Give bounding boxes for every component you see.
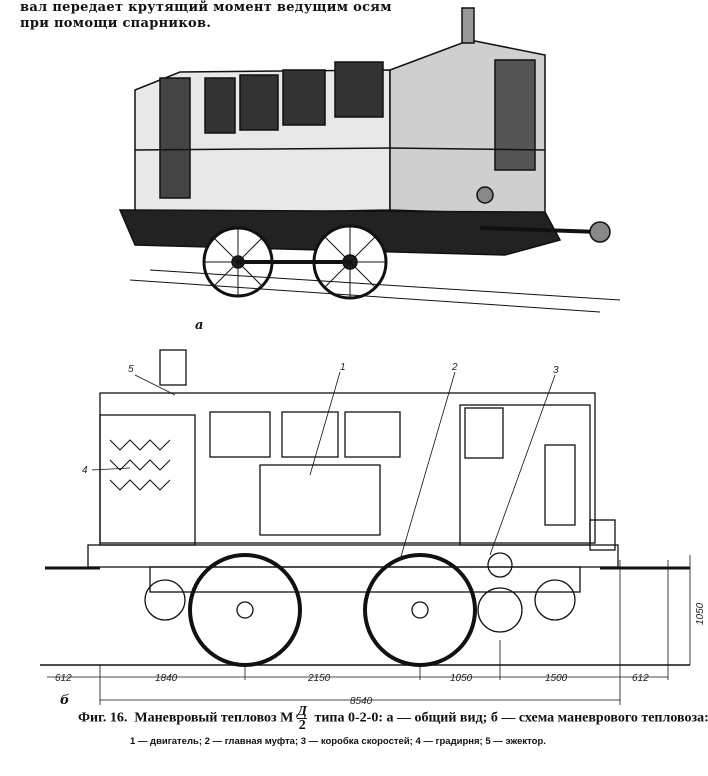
fraction-top: Д: [297, 704, 307, 719]
dim-1500: 1500: [545, 673, 568, 684]
callout-1: 1: [340, 362, 346, 373]
figure-legend: 1 — двигатель; 2 — главная муфта; 3 — ко…: [130, 736, 546, 747]
intro-text-line-1: вал передает крутящий момент ведущим ося…: [20, 0, 392, 15]
dim-1840: 1840: [155, 673, 178, 684]
caption-title-end: типа 0-2-0:: [314, 710, 383, 726]
dim-total-8540: 8540: [350, 696, 373, 707]
dim-1050: 1050: [450, 673, 473, 684]
fraction-bottom: 2: [298, 718, 306, 733]
dim-612-right: 612: [632, 673, 649, 684]
panel-a-label: а: [195, 318, 204, 333]
dim-612-left: 612: [55, 673, 72, 684]
callout-5: 5: [128, 364, 134, 375]
caption-part-a: а — общий вид;: [386, 710, 488, 726]
callout-4: 4: [82, 465, 88, 476]
intro-text-line-2: при помощи спарников.: [20, 16, 212, 31]
caption-part-b: б — схема маневрового тепловоза:: [490, 710, 708, 726]
dim-height-1050: 1050: [695, 602, 706, 625]
callout-3: 3: [553, 365, 559, 376]
panel-b-label: б: [60, 693, 70, 708]
caption-prefix: Фиг. 16.: [78, 710, 128, 726]
caption-title-start: Маневровый тепловоз М: [134, 710, 294, 726]
callout-2: 2: [451, 362, 458, 373]
dim-2150: 2150: [307, 673, 331, 684]
